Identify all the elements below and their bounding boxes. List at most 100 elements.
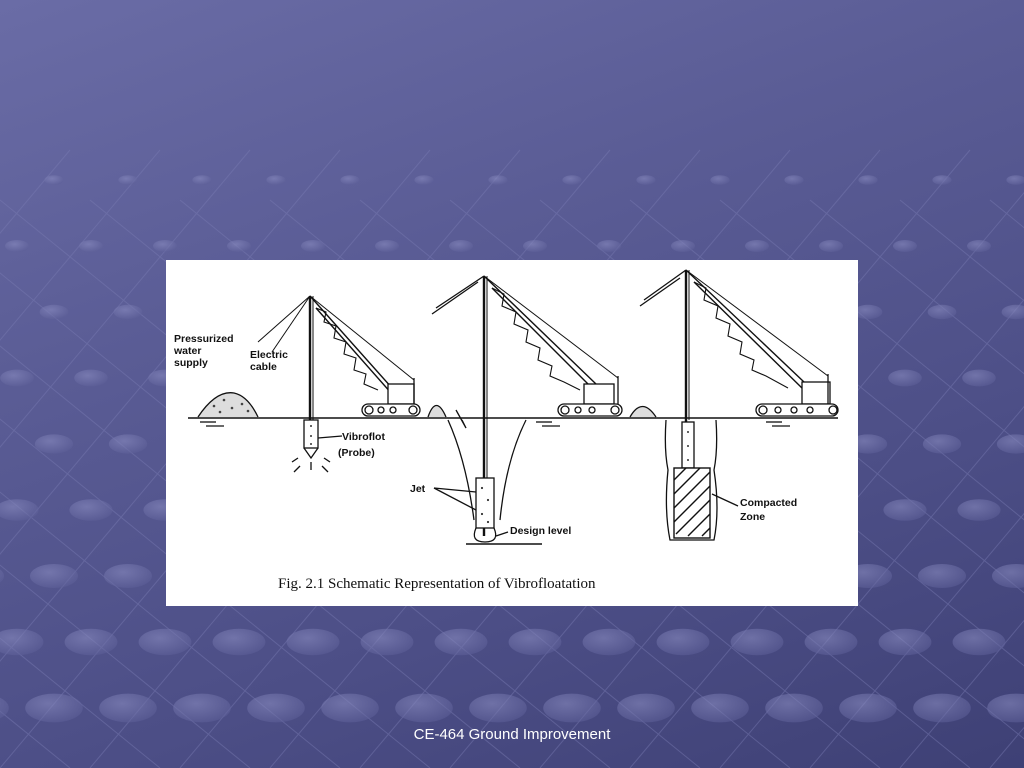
soil-mound-texture bbox=[212, 398, 250, 414]
background-dot bbox=[922, 434, 962, 454]
background-dot bbox=[671, 240, 695, 252]
background-dot bbox=[30, 564, 78, 588]
background-dot bbox=[469, 693, 527, 723]
background-dot bbox=[819, 240, 843, 252]
background-dot bbox=[853, 304, 883, 320]
background-dot bbox=[562, 175, 582, 185]
background-dot bbox=[745, 240, 769, 252]
background-line bbox=[0, 149, 251, 448]
background-dot bbox=[39, 304, 69, 320]
background-dot bbox=[1001, 304, 1024, 320]
background-dot bbox=[153, 240, 177, 252]
label-vibroflot: Vibroflot bbox=[342, 431, 385, 443]
vibroflot-probe bbox=[291, 419, 331, 473]
background-dot bbox=[710, 175, 730, 185]
background-dot bbox=[952, 628, 1006, 656]
background-line bbox=[0, 637, 161, 768]
background-dot bbox=[730, 628, 784, 656]
background-line bbox=[899, 199, 1024, 302]
background-dot bbox=[597, 240, 621, 252]
background-dot bbox=[913, 693, 971, 723]
label-jet: Jet bbox=[410, 483, 426, 495]
background-dot bbox=[414, 175, 434, 185]
background-dot bbox=[34, 434, 74, 454]
background-dot bbox=[64, 628, 118, 656]
background-dot bbox=[192, 175, 212, 185]
background-dot bbox=[138, 628, 192, 656]
soil-mound bbox=[427, 404, 447, 418]
background-dot bbox=[44, 175, 64, 185]
soil-mound bbox=[629, 405, 657, 418]
background-dot bbox=[360, 628, 414, 656]
background-line bbox=[989, 726, 1024, 768]
background-line bbox=[989, 199, 1024, 229]
background-dot bbox=[0, 499, 39, 521]
background-dot bbox=[301, 240, 325, 252]
soil-mound bbox=[197, 392, 259, 418]
background-dot bbox=[804, 628, 858, 656]
label-compacted: Compacted bbox=[740, 497, 797, 509]
background-dot bbox=[488, 175, 508, 185]
background-dot bbox=[508, 628, 562, 656]
background-dot bbox=[212, 628, 266, 656]
background-dot bbox=[957, 499, 1001, 521]
background-dot bbox=[691, 693, 749, 723]
background-dot bbox=[104, 564, 152, 588]
compacted-zone-hatch bbox=[673, 467, 711, 539]
background-dot bbox=[893, 240, 917, 252]
background-dot bbox=[79, 240, 103, 252]
background-dot bbox=[227, 240, 251, 252]
background-dot bbox=[636, 175, 656, 185]
vibrofloatation-figure: Pressurized water supply Electric cable … bbox=[166, 260, 858, 606]
label-cable: cable bbox=[250, 361, 277, 373]
background-dot bbox=[118, 175, 138, 185]
background-dot bbox=[99, 693, 157, 723]
background-dot bbox=[395, 693, 453, 723]
compacted-zone-outline bbox=[664, 419, 718, 541]
background-dot bbox=[113, 304, 143, 320]
background-dot bbox=[1006, 175, 1024, 185]
background-dot bbox=[0, 697, 9, 719]
background-dot bbox=[321, 693, 379, 723]
background-dot bbox=[543, 693, 601, 723]
background-dot bbox=[932, 175, 952, 185]
label-electric: Electric bbox=[250, 349, 288, 361]
figure-caption: Fig. 2.1 Schematic Representation of Vib… bbox=[278, 576, 596, 592]
label-probe: (Probe) bbox=[338, 447, 375, 459]
background-dot bbox=[967, 240, 991, 252]
label-supply: supply bbox=[174, 357, 208, 369]
background-line bbox=[809, 199, 1024, 375]
background-dot bbox=[286, 628, 340, 656]
crane-stage-3 bbox=[639, 269, 839, 470]
background-dot bbox=[247, 693, 305, 723]
background-dot bbox=[5, 240, 29, 252]
background-dot bbox=[927, 304, 957, 320]
background-dot bbox=[918, 564, 966, 588]
background-dot bbox=[375, 240, 399, 252]
background-line bbox=[0, 418, 431, 768]
background-dot bbox=[434, 628, 488, 656]
background-dot bbox=[25, 693, 83, 723]
jet-probe bbox=[475, 477, 495, 529]
background-dot bbox=[69, 499, 113, 521]
background-dot bbox=[656, 628, 710, 656]
background-line bbox=[0, 149, 341, 555]
background-line bbox=[809, 512, 1024, 768]
background-dot bbox=[0, 569, 4, 583]
background-dot bbox=[617, 693, 675, 723]
background-dot bbox=[839, 693, 897, 723]
crane-stage-1 bbox=[257, 295, 421, 428]
background-dot bbox=[883, 499, 927, 521]
background-line bbox=[719, 405, 1024, 768]
background-dot bbox=[848, 434, 888, 454]
background-dot bbox=[765, 693, 823, 723]
background-line bbox=[0, 149, 161, 341]
background-dot bbox=[992, 564, 1024, 588]
background-dot bbox=[340, 175, 360, 185]
label-zone: Zone bbox=[740, 511, 765, 523]
background-line bbox=[0, 491, 341, 768]
background-dot bbox=[266, 175, 286, 185]
background-dot bbox=[523, 240, 547, 252]
background-dot bbox=[888, 369, 922, 387]
background-line bbox=[0, 564, 251, 768]
